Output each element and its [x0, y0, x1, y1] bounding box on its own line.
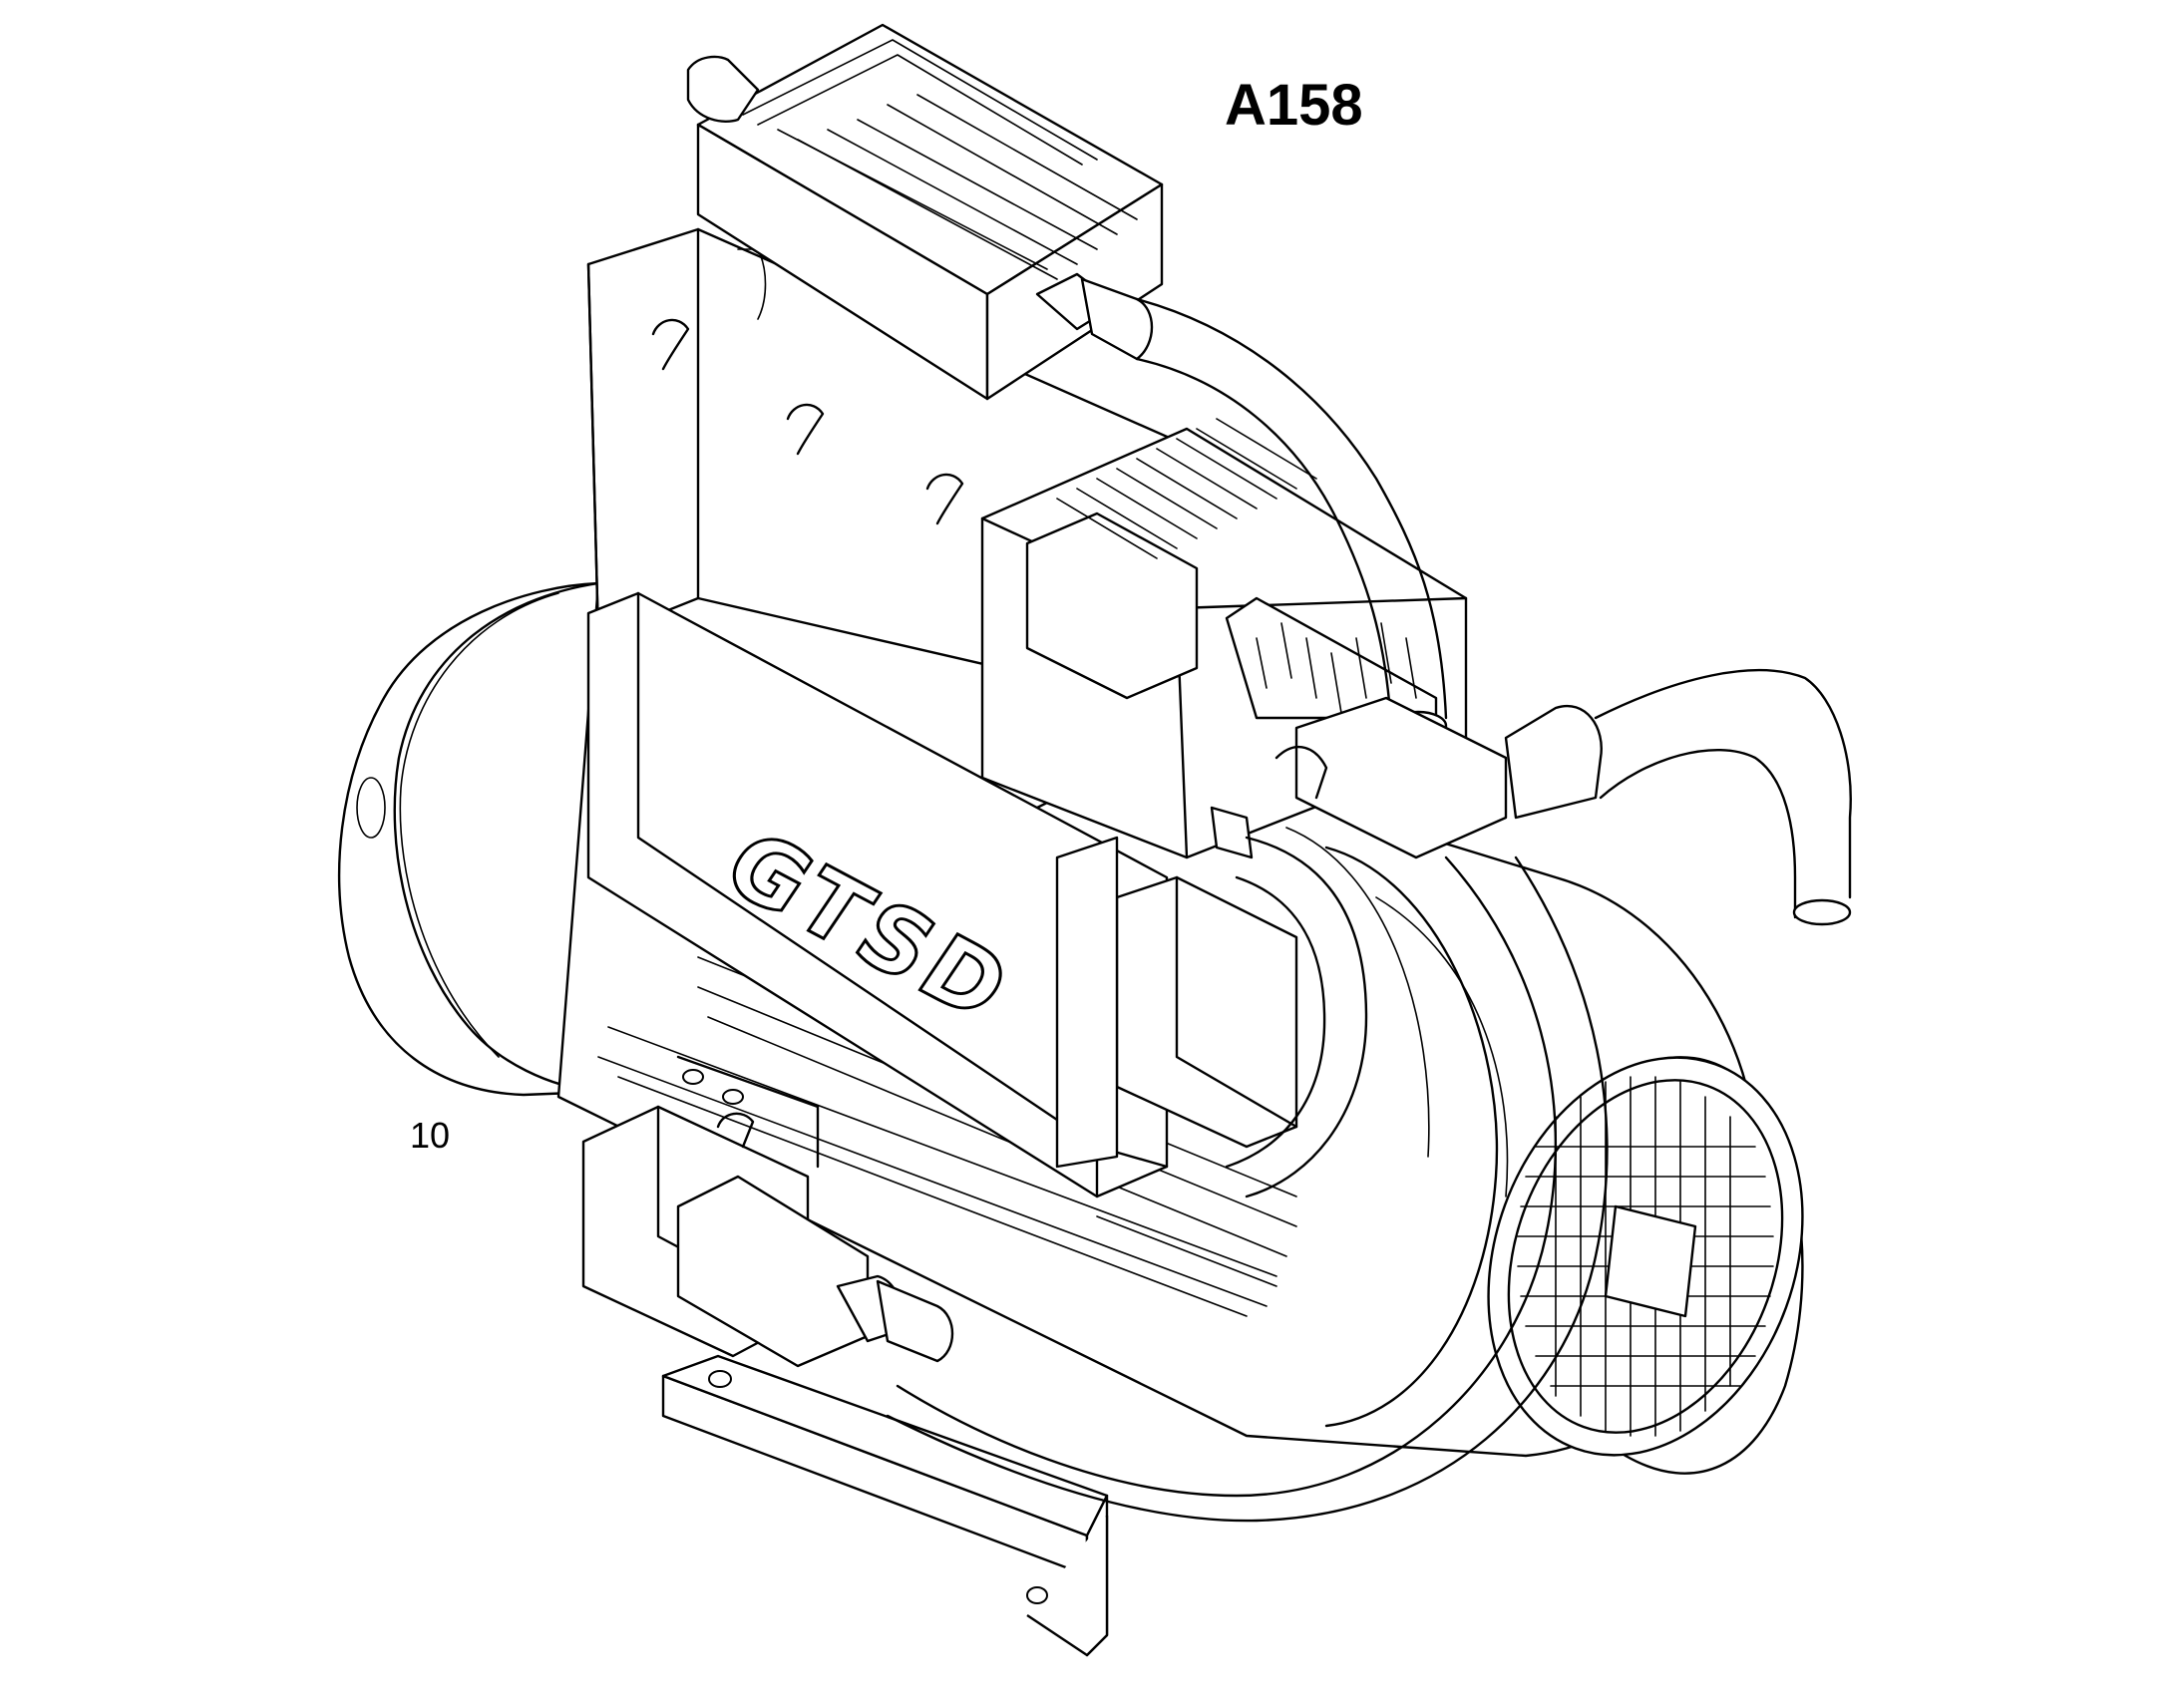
mounting-foot — [663, 1356, 1107, 1655]
fan-cover — [1435, 1013, 1856, 1500]
front-connector — [583, 1057, 952, 1366]
lid-ribs — [743, 40, 1137, 279]
heatsink-fins — [1057, 419, 1316, 558]
callout-label-10: 10 — [410, 1115, 451, 1156]
terminal-box-lid — [688, 25, 1162, 399]
fan-grille — [1518, 1077, 1773, 1436]
right-connector — [1276, 670, 1851, 924]
drawing-code: A158 — [1225, 73, 1363, 138]
rear-end-cap — [339, 583, 598, 1095]
lower-cable-loop — [1212, 808, 1366, 1196]
long-cable — [888, 857, 1607, 1521]
